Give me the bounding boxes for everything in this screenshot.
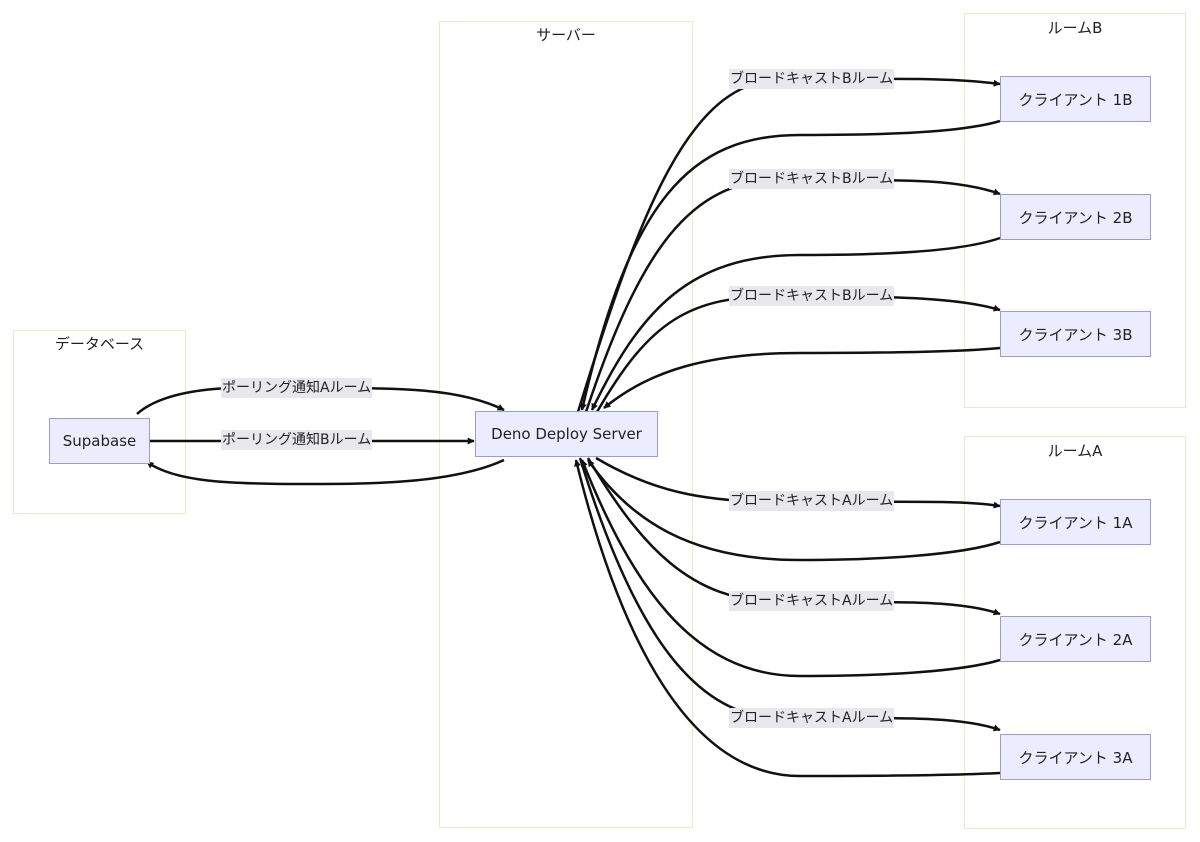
edge-label-bc-3b: ブロードキャストBルーム bbox=[729, 286, 895, 306]
cluster-database: データベース bbox=[13, 330, 186, 514]
edge-1b-return bbox=[579, 119, 1001, 411]
edge-1a-return bbox=[586, 459, 1001, 562]
edge-label-poll-b: ポーリング通知Bルーム bbox=[221, 430, 373, 450]
cluster-label-room-b: ルームB bbox=[1047, 19, 1103, 37]
edge-label-bc-2a: ブロードキャストAルーム bbox=[729, 591, 895, 611]
node-supabase: Supabase bbox=[49, 418, 150, 464]
node-client-1b: クライアント 1B bbox=[1000, 76, 1151, 122]
edge-3a-return bbox=[574, 459, 1001, 778]
cluster-label-server: サーバー bbox=[536, 26, 596, 44]
edge-3b-return bbox=[603, 346, 1001, 409]
node-client-2a: クライアント 2A bbox=[1000, 616, 1151, 662]
node-deno-deploy-server: Deno Deploy Server bbox=[475, 411, 658, 457]
edge-2b-return bbox=[590, 236, 1001, 411]
edge-label-bc-1b: ブロードキャストBルーム bbox=[729, 69, 895, 89]
edge-label-poll-a: ポーリング通知Aルーム bbox=[221, 378, 373, 398]
node-client-3b: クライアント 3B bbox=[1000, 311, 1151, 357]
node-client-2b: クライアント 2B bbox=[1000, 194, 1151, 240]
edge-deno-to-supabase bbox=[146, 458, 505, 486]
node-client-1a: クライアント 1A bbox=[1000, 499, 1151, 545]
edge-label-bc-2b: ブロードキャストBルーム bbox=[729, 169, 895, 189]
edge-2a-return bbox=[580, 459, 1001, 678]
node-client-3a: クライアント 3A bbox=[1000, 734, 1151, 780]
edge-label-bc-1a: ブロードキャストAルーム bbox=[729, 491, 895, 511]
cluster-label-database: データベース bbox=[54, 335, 145, 353]
cluster-label-room-a: ルームA bbox=[1047, 442, 1103, 460]
edge-label-bc-3a: ブロードキャストAルーム bbox=[729, 708, 895, 728]
edge-bc-1b bbox=[576, 77, 1001, 413]
